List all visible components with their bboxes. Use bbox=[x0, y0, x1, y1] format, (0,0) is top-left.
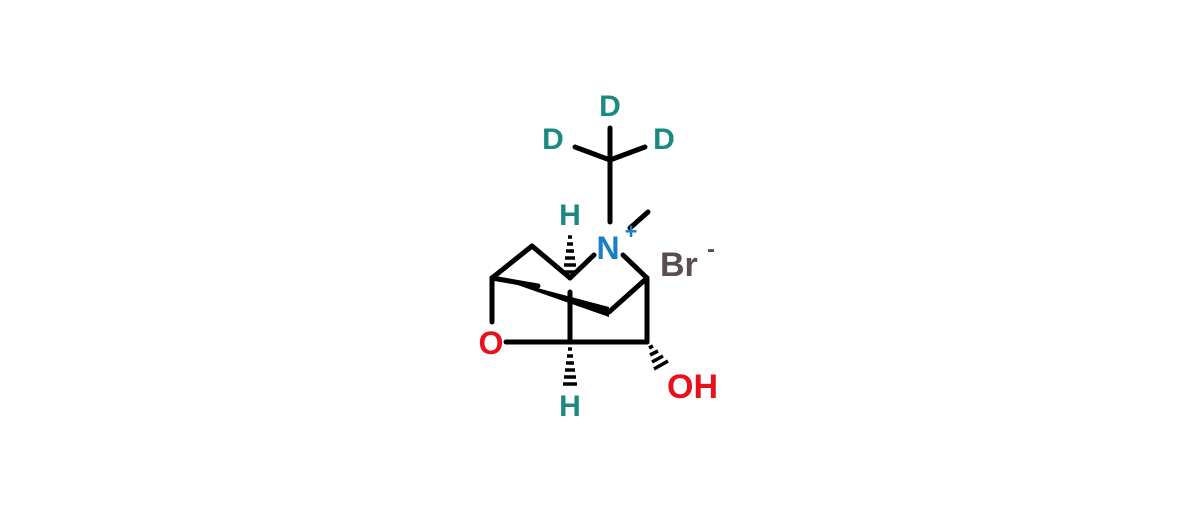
bond-n-methyl bbox=[627, 209, 651, 231]
bond-back-left bbox=[489, 275, 541, 289]
hashed-bond-oh bbox=[648, 344, 669, 371]
bond-ch2-c bbox=[489, 243, 535, 281]
hydroxyl-label: OH bbox=[667, 368, 718, 406]
nitrogen-charge-label: + bbox=[625, 219, 638, 244]
deuterium-left-label: D bbox=[542, 123, 564, 156]
hashed-bond-top-h bbox=[563, 235, 577, 274]
hashed-bond-bottom-h bbox=[563, 347, 577, 386]
oxygen-ring-label: O bbox=[479, 325, 504, 361]
nitrogen-label: N bbox=[596, 230, 619, 266]
bromide-label: Br bbox=[660, 246, 698, 284]
bond-c1-back bbox=[606, 275, 650, 315]
hydrogen-bottom-label: H bbox=[559, 390, 581, 423]
wedge-bond bbox=[492, 276, 609, 317]
deuterium-right-label: D bbox=[653, 123, 675, 156]
deuterium-top-label: D bbox=[599, 90, 621, 123]
hydrogen-top-label: H bbox=[559, 199, 581, 232]
bond-c-d-left bbox=[572, 144, 613, 163]
bond-n-c5 bbox=[567, 252, 597, 281]
bond-n-c1 bbox=[620, 252, 650, 281]
bromide-charge-label: - bbox=[707, 236, 715, 263]
bond-c-d-right bbox=[607, 144, 648, 163]
